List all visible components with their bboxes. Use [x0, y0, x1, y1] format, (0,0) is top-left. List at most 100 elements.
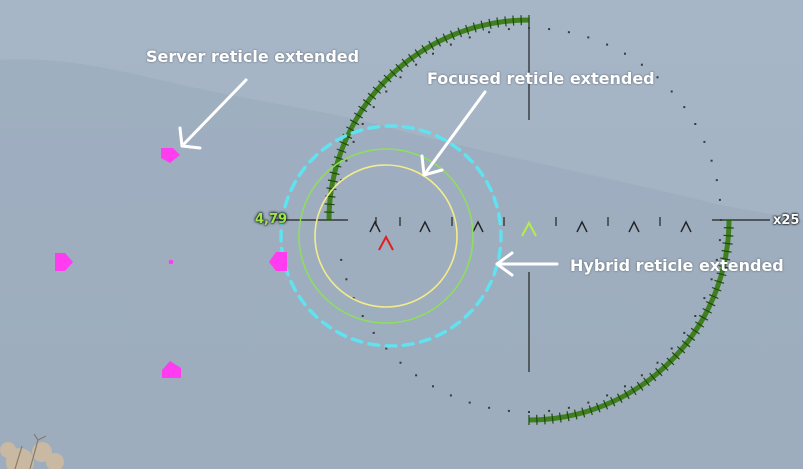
reload-arc-hatch [643, 377, 650, 387]
reload-arc-hatch [716, 272, 727, 277]
reload-arc-hatch [666, 357, 675, 366]
outer-ring-dot [468, 401, 471, 404]
outer-ring-dot [372, 331, 375, 334]
aim-chevron-icon [521, 220, 537, 237]
outer-ring-dot [415, 374, 418, 377]
reload-arc-hatch [367, 92, 377, 100]
hybrid-ring-dash [434, 330, 447, 338]
reload-arc-hatch [543, 414, 546, 425]
hybrid-ring-dash [434, 134, 447, 143]
outer-ring-dot [385, 90, 388, 93]
outer-ring-dot [488, 406, 491, 409]
outer-ring-dot [352, 140, 355, 143]
reload-arcs [324, 15, 734, 425]
reload-arc-hatch [551, 413, 554, 424]
server-reticle-marker-icon [269, 252, 287, 271]
reload-arc-hatch [711, 286, 722, 292]
hybrid-ring-dash [497, 212, 502, 226]
reload-arc-hatch [383, 74, 392, 83]
hybrid-ring-dash [449, 320, 462, 330]
hybrid-ring-dash [418, 128, 432, 135]
hybrid-ring-dash [350, 128, 364, 135]
reload-arc-hatch [671, 351, 680, 360]
outer-ring-dot [399, 361, 402, 364]
outer-ring-dot [710, 278, 713, 281]
outer-ring-dot [640, 374, 643, 377]
reload-arc-hatch [442, 33, 448, 44]
reload-arc-hatch [414, 49, 422, 59]
reload-arc-hatch [358, 105, 368, 113]
outer-ring-dot [656, 361, 659, 364]
reload-arc-hatch [694, 321, 705, 328]
hybrid-ring-dash [475, 294, 485, 307]
reload-arc-hatch [496, 17, 500, 28]
hybrid-ring-dash [475, 165, 485, 178]
server-reticle-center-dot [168, 259, 174, 265]
reload-arc-hatch [616, 393, 623, 403]
hybrid-reticle-ring [279, 124, 503, 348]
outer-ring-dot [683, 106, 686, 109]
hybrid-ring-dash [485, 279, 493, 292]
reload-arc-hatch [504, 16, 507, 27]
annotation-arrow-icon [420, 90, 487, 177]
outer-ring-dot [606, 43, 609, 46]
reload-arc-hatch [331, 163, 342, 168]
bush-branches [14, 433, 47, 469]
hill-silhouette [0, 59, 803, 469]
outer-ring-dot [345, 278, 348, 281]
reload-arc-hatch [573, 409, 578, 420]
focused-reticle-annotation: Focused reticle extended [427, 69, 655, 88]
reload-arc-hatch [339, 140, 350, 146]
outer-ring-dot [718, 198, 721, 201]
reload-arc-hatch [636, 381, 644, 391]
hybrid-ring-dash [367, 124, 381, 130]
hybrid-ring-dash [297, 294, 307, 307]
hybrid-reticle-annotation: Hybrid reticle extended [570, 256, 784, 275]
reload-arc-hatch [660, 362, 669, 371]
reload-arc-hatch [630, 385, 637, 396]
reload-arc-hatch [588, 405, 593, 416]
outer-ring-dot [507, 28, 510, 31]
reload-arc-hatch [457, 27, 463, 38]
outer-ring-dot [640, 63, 643, 66]
range-chevron-icon [576, 220, 588, 233]
reload-arc-hatch [488, 18, 492, 29]
outer-ring-dot [606, 394, 609, 397]
outer-ring-dot [703, 297, 706, 300]
annotation-arrow-icon [178, 78, 248, 150]
reload-arc-hatch [326, 187, 337, 191]
server-reticle-marker-icon [55, 253, 73, 271]
reload-arc-hatch [512, 15, 515, 26]
hybrid-ring-dash [449, 142, 462, 152]
hybrid-ring-dash [297, 165, 307, 178]
outer-ring-dot [567, 406, 570, 409]
reload-arc-hatch [702, 307, 712, 314]
outer-dotted-ring [340, 27, 722, 413]
outer-ring-dot [415, 63, 418, 66]
outer-ring-dot [488, 31, 491, 34]
outer-ring-dot [345, 159, 348, 162]
outer-ring-dot [361, 315, 364, 317]
focused-reticle-inner-ring [314, 164, 458, 308]
reload-arc-hatch [327, 179, 338, 183]
reload-arc-hatch [333, 156, 344, 161]
range-chevrons [369, 220, 692, 233]
hybrid-ring-dash [289, 179, 297, 193]
hybrid-ring-dash [335, 134, 348, 143]
hybrid-ring-dash [320, 320, 333, 330]
reload-arc-hatch [435, 37, 442, 47]
hybrid-ring-dash [463, 153, 474, 164]
reload-arc-hatch [655, 367, 663, 377]
range-chevron-icon [680, 220, 692, 233]
server-reticle-marker-icon [162, 361, 181, 378]
outer-ring-dot [694, 123, 697, 125]
reload-arc-hatch [480, 20, 485, 31]
hybrid-ring-dash [401, 124, 415, 130]
outer-ring-dot [548, 28, 551, 31]
annotation-arrow-icon [495, 251, 559, 277]
reload-arc-hatch [346, 126, 356, 133]
reload-arc-hatch [698, 314, 709, 321]
reload-arc-hatch [623, 389, 630, 400]
reload-arc-hatch [720, 257, 731, 261]
reload-arc-hatch [395, 63, 403, 73]
